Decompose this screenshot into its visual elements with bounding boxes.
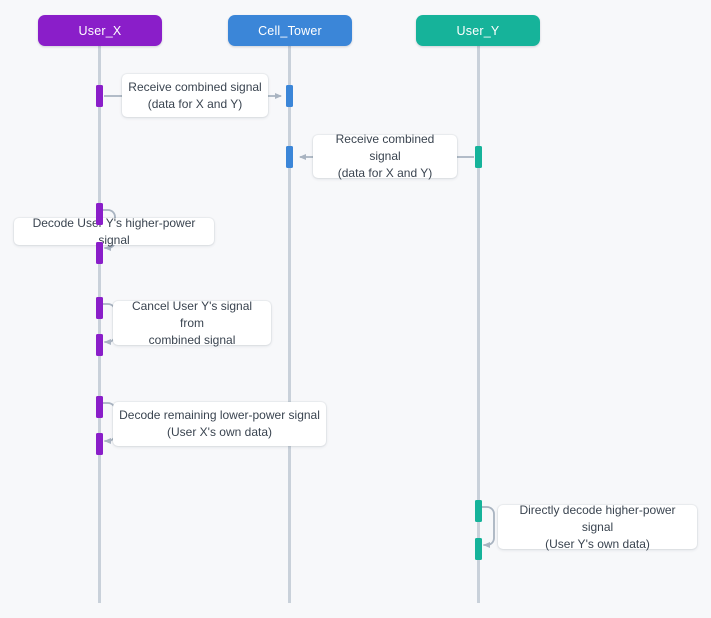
activation-bar-user-y: [475, 500, 482, 522]
activation-bar-user-y: [475, 146, 482, 168]
message-4-line-2: combined signal: [148, 332, 236, 347]
lifeline-cell-tower: [288, 46, 291, 603]
message-label-2: Receive combined signal (data for X and …: [313, 132, 457, 180]
activation-bar-user-x: [96, 396, 103, 418]
actor-label-cell-tower: Cell_Tower: [258, 23, 322, 38]
actor-label-user-x: User_X: [78, 23, 122, 38]
message-1-line-1: Receive combined signal: [128, 79, 262, 94]
lifeline-user-x: [98, 46, 101, 603]
activation-bar-cell-tower: [286, 85, 293, 107]
activation-bar-user-x: [96, 242, 103, 264]
message-label-6: Directly decode higher-power signal (Use…: [498, 502, 697, 551]
message-label-4: Cancel User Y's signal from combined sig…: [113, 298, 271, 347]
actor-label-user-y: User_Y: [456, 23, 500, 38]
lifeline-user-y: [477, 46, 480, 603]
actor-box-user-x: User_X: [38, 15, 162, 46]
actor-box-cell-tower: Cell_Tower: [228, 15, 352, 46]
activation-bar-user-x: [96, 85, 103, 107]
message-5-line-2: (User X's own data): [167, 425, 272, 439]
message-5-line-1: Decode remaining lower-power signal: [119, 408, 320, 422]
actor-box-user-y: User_Y: [416, 15, 540, 46]
activation-bar-user-x: [96, 203, 103, 225]
message-2-line-2: (data for X and Y): [337, 166, 433, 180]
message-4-line-1: Cancel User Y's signal from: [131, 298, 253, 330]
self-loop-arrow-6: [481, 506, 495, 548]
message-3-line-1: Decode User Y's higher-power signal: [32, 215, 196, 247]
message-2-line-1: Receive combined signal: [335, 132, 435, 163]
activation-bar-user-x: [96, 297, 103, 319]
message-label-3: Decode User Y's higher-power signal: [14, 216, 214, 247]
message-label-5: Decode remaining lower-power signal (Use…: [113, 402, 326, 446]
activation-bar-user-x: [96, 433, 103, 455]
message-label-1: Receive combined signal (data for X and …: [122, 74, 268, 117]
message-1-line-2: (data for X and Y): [147, 96, 243, 111]
message-6-line-2: (User Y's own data): [545, 536, 650, 551]
activation-bar-user-x: [96, 334, 103, 356]
activation-bar-cell-tower: [286, 146, 293, 168]
activation-bar-user-y: [475, 538, 482, 560]
message-6-line-1: Directly decode higher-power signal: [519, 502, 676, 534]
